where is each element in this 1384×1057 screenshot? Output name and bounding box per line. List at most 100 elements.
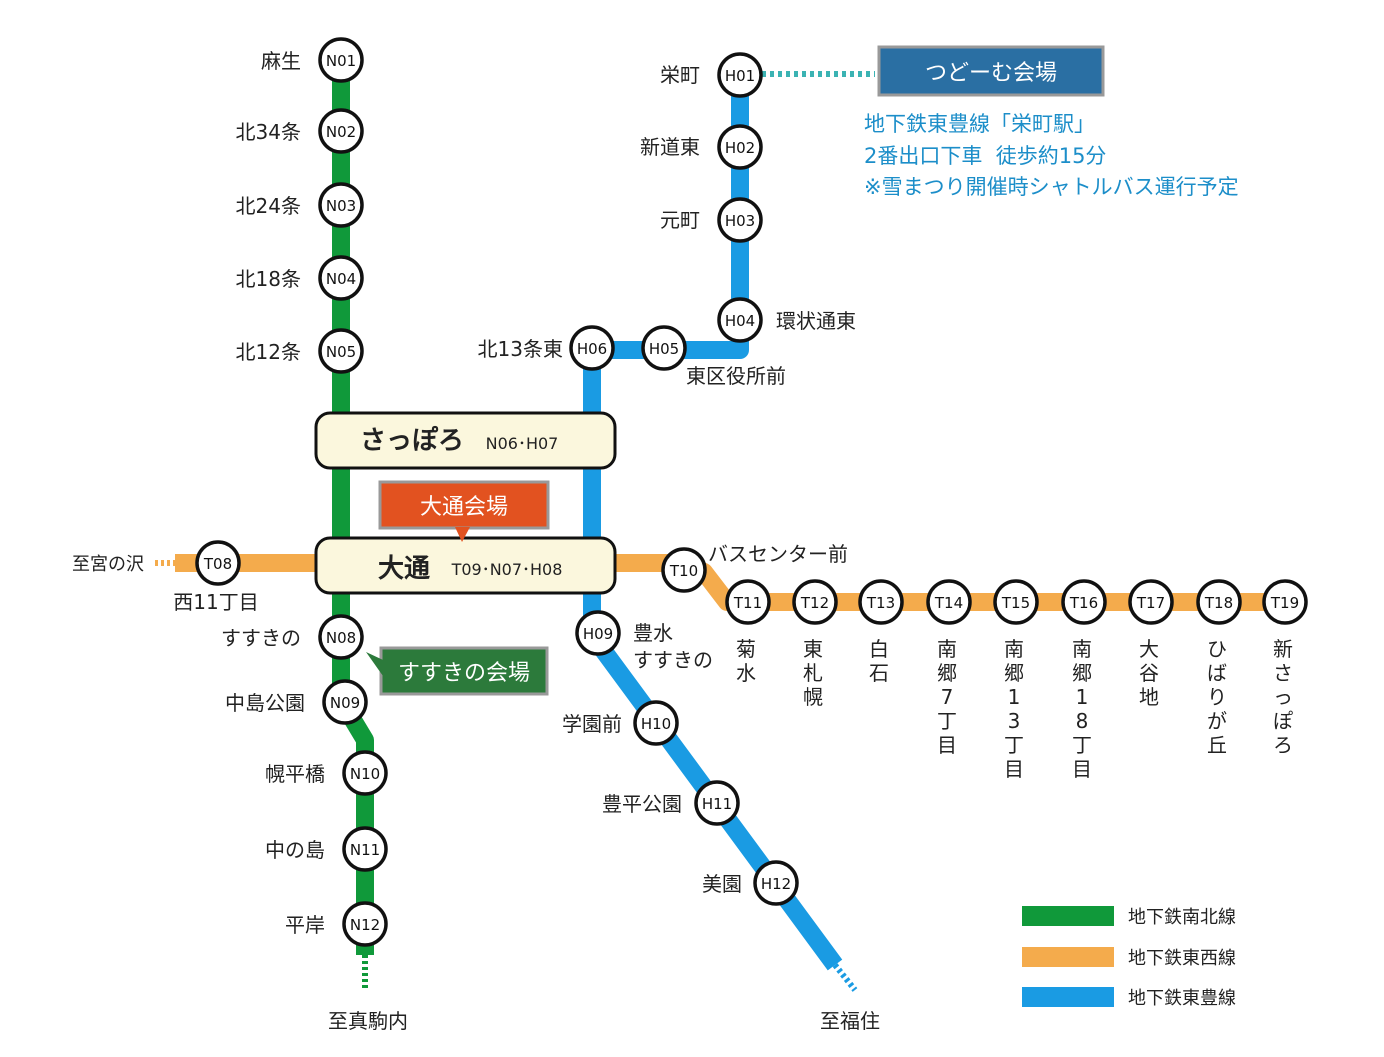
- station-h10[interactable]: H10: [633, 700, 679, 746]
- station-code: H05: [649, 340, 679, 358]
- station-name-label: 大谷地: [1139, 637, 1159, 709]
- station-marker: [342, 750, 388, 796]
- station-marker: [641, 325, 687, 371]
- station-t13[interactable]: T13: [858, 579, 904, 625]
- station-n11[interactable]: N11: [342, 826, 388, 872]
- direction-fukuzumi-label: 至福住: [820, 1009, 880, 1033]
- station-name-label: 東札幌: [803, 637, 823, 709]
- station-n08[interactable]: N08: [318, 614, 364, 660]
- station-marker: [1196, 579, 1242, 625]
- access-note-line-1: 地下鉄東豊線「栄町駅」: [864, 112, 1095, 136]
- station-t14[interactable]: T14: [926, 579, 972, 625]
- direction-west-label: 至宮の沢: [72, 554, 144, 575]
- station-n12[interactable]: N12: [342, 901, 388, 947]
- station-h01[interactable]: H01: [717, 52, 763, 98]
- station-labels: 麻生北34条北24条北18条北12条すすきの中島公園幌平橋中の島平岸栄町新道東元…: [173, 49, 1293, 937]
- station-h09[interactable]: H09: [575, 610, 621, 656]
- station-code: N02: [326, 123, 356, 141]
- station-t16[interactable]: T16: [1061, 579, 1107, 625]
- station-code: T16: [1069, 594, 1098, 612]
- station-code: N03: [326, 197, 356, 215]
- station-code: H02: [725, 139, 755, 157]
- station-t12[interactable]: T12: [792, 579, 838, 625]
- station-code: T19: [1270, 594, 1299, 612]
- station-marker: [725, 579, 771, 625]
- station-name-label: バスセンター前: [708, 542, 848, 566]
- station-t11[interactable]: T11: [725, 579, 771, 625]
- station-n04[interactable]: N04: [318, 255, 364, 301]
- legend-label-tozai: 地下鉄東西線: [1128, 948, 1236, 969]
- station-name-label: 豊平公園: [602, 792, 682, 816]
- legend: 地下鉄南北線 地下鉄東西線 地下鉄東豊線: [1022, 906, 1236, 1009]
- station-n09[interactable]: N09: [322, 679, 368, 725]
- station-name-label: 環状通東: [776, 309, 856, 333]
- station-t10[interactable]: T10: [661, 547, 707, 593]
- station-t17[interactable]: T17: [1128, 579, 1174, 625]
- station-n01[interactable]: N01: [318, 37, 364, 83]
- direction-makomanai-label: 至真駒内: [328, 1009, 408, 1033]
- station-marker: [318, 614, 364, 660]
- station-name-label: 北18条: [236, 267, 301, 291]
- odori-venue-badge[interactable]: 大通会場: [378, 480, 550, 542]
- station-code: T10: [669, 562, 698, 580]
- station-marker: [753, 860, 799, 906]
- station-code: N12: [350, 916, 380, 934]
- station-name-label: 西11丁目: [173, 590, 258, 614]
- station-marker: [318, 108, 364, 154]
- station-h02[interactable]: H02: [717, 124, 763, 170]
- station-h03[interactable]: H03: [717, 197, 763, 243]
- station-code: N10: [350, 765, 380, 783]
- station-n03[interactable]: N03: [318, 182, 364, 228]
- station-code: H11: [702, 795, 732, 813]
- legend-swatch-tozai: [1022, 947, 1114, 967]
- tsudome-venue-badge[interactable]: つどーむ会場: [877, 45, 1105, 97]
- station-marker: [926, 579, 972, 625]
- station-t08[interactable]: T08: [195, 540, 241, 586]
- station-code: N01: [326, 52, 356, 70]
- station-name-label: 中の島: [265, 838, 325, 862]
- station-name-label: 麻生: [261, 49, 301, 73]
- station-n05[interactable]: N05: [318, 328, 364, 374]
- station-marker: [858, 579, 904, 625]
- legend-swatch-namboku: [1022, 906, 1114, 926]
- station-marker: [633, 700, 679, 746]
- station-code: N04: [326, 270, 356, 288]
- station-name-label: ひばりが丘: [1207, 637, 1227, 757]
- sapporo-hub[interactable]: さっぽろ N06･H07: [314, 411, 617, 470]
- odori-hub[interactable]: 大通 T09･N07･H08: [314, 536, 617, 595]
- station-name-label: 中島公園: [225, 691, 305, 715]
- legend-item-toho: 地下鉄東豊線: [1022, 987, 1236, 1009]
- station-t18[interactable]: T18: [1196, 579, 1242, 625]
- station-code: H06: [577, 340, 607, 358]
- access-note: 地下鉄東豊線「栄町駅」 2番出口下車 徒歩約15分 ※雪まつり開催時シャトルバス…: [864, 112, 1239, 199]
- station-t19[interactable]: T19: [1262, 579, 1308, 625]
- station-code: H10: [641, 715, 671, 733]
- station-n02[interactable]: N02: [318, 108, 364, 154]
- susukino-venue-badge[interactable]: すすきの会場: [366, 646, 549, 696]
- sapporo-hub-codes: N06･H07: [486, 434, 559, 453]
- station-t15[interactable]: T15: [993, 579, 1039, 625]
- station-marker: [792, 579, 838, 625]
- station-h04[interactable]: H04: [717, 297, 763, 343]
- station-h12[interactable]: H12: [753, 860, 799, 906]
- station-code: T12: [800, 594, 829, 612]
- station-name-label: 新道東: [640, 135, 700, 159]
- station-code: T15: [1001, 594, 1030, 612]
- legend-label-toho: 地下鉄東豊線: [1128, 988, 1236, 1009]
- station-h11[interactable]: H11: [694, 780, 740, 826]
- station-h05[interactable]: H05: [641, 325, 687, 371]
- legend-label-namboku: 地下鉄南北線: [1128, 907, 1236, 928]
- station-n10[interactable]: N10: [342, 750, 388, 796]
- station-marker: [318, 255, 364, 301]
- legend-item-tozai: 地下鉄東西線: [1022, 947, 1236, 969]
- station-marker: [717, 197, 763, 243]
- station-h06[interactable]: H06: [569, 325, 615, 371]
- station-name-label: 菊水: [736, 637, 756, 685]
- station-marker: [342, 901, 388, 947]
- station-marker: [318, 182, 364, 228]
- station-name-label: 豊水: [633, 621, 673, 645]
- station-name-label: 白石: [869, 637, 889, 685]
- odori-venue-pointer: [455, 527, 470, 542]
